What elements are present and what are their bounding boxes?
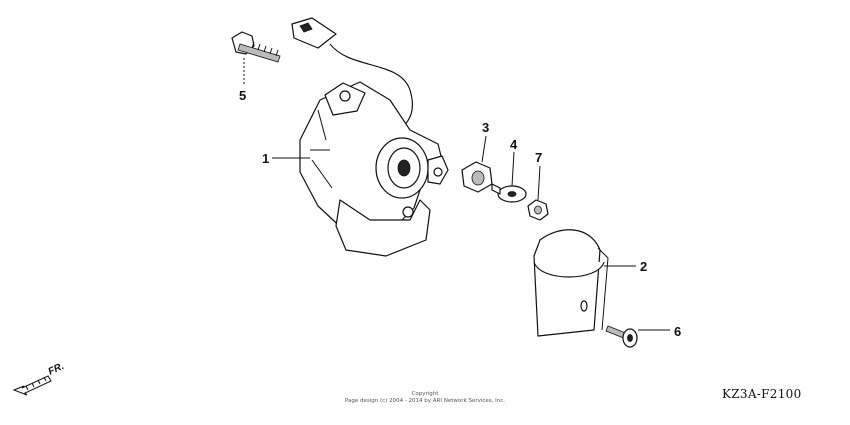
copyright-line-2: Page design (c) 2004 - 2014 by ARI Netwo… <box>345 398 505 404</box>
screw-part-6[interactable] <box>605 325 638 348</box>
front-label: FR. <box>47 361 66 378</box>
bolt-part-5[interactable] <box>231 31 281 63</box>
leader-line-3 <box>481 135 487 163</box>
nut-part-7[interactable] <box>527 199 549 221</box>
callout-1: 1 <box>262 151 269 166</box>
washer-part-4[interactable] <box>491 183 527 203</box>
callout-2: 2 <box>640 259 647 274</box>
diagram-code: KZ3A-F2100 <box>722 387 802 401</box>
callout-4: 4 <box>510 137 518 152</box>
actuator-motor-part-1[interactable] <box>299 81 449 257</box>
callout-5: 5 <box>239 88 246 103</box>
callout-3: 3 <box>482 120 489 135</box>
leader-line-4 <box>511 151 515 187</box>
front-direction-arrow-icon <box>12 375 52 396</box>
callout-6: 6 <box>674 324 681 339</box>
leader-line-7 <box>537 165 541 201</box>
callout-7: 7 <box>535 150 542 165</box>
copyright-line-1: Copyright <box>412 391 440 397</box>
collar-part-3[interactable] <box>461 161 493 193</box>
wire-harness[interactable] <box>291 17 413 129</box>
cover-part-2[interactable] <box>533 229 609 337</box>
